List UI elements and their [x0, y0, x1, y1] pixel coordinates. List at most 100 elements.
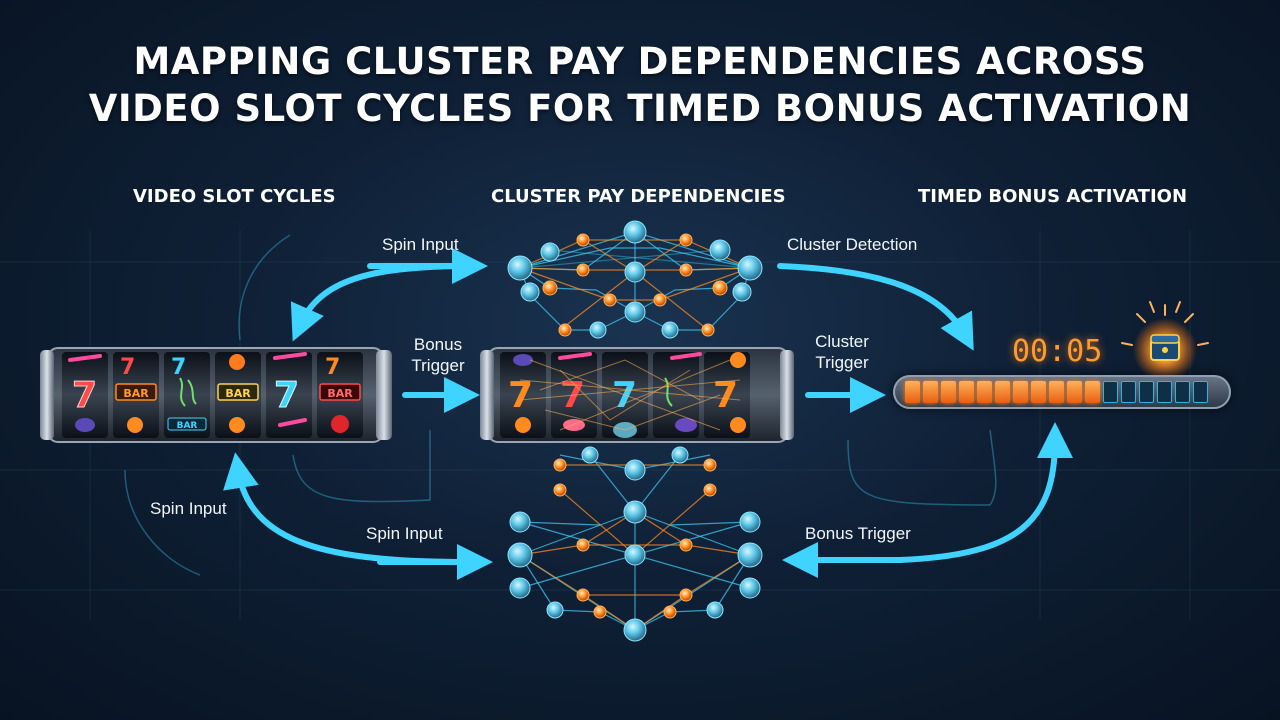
- orange-node: [712, 280, 728, 296]
- progress-segment: [1121, 381, 1136, 403]
- label-spin-input-top: Spin Input: [382, 235, 459, 254]
- progress-segment: [1175, 381, 1190, 403]
- bar-symbol-1: BAR: [123, 387, 149, 400]
- blue-node: [509, 511, 531, 533]
- arrow-cluster-detection: [777, 263, 974, 351]
- column-heading-video-slot-cycles: VIDEO SLOT CYCLES: [133, 186, 336, 207]
- seven-symbol-2: 7: [120, 355, 135, 380]
- orange-node: [653, 293, 667, 307]
- orange-node: [703, 483, 717, 497]
- seven-symbol-1: 7: [72, 375, 97, 416]
- blue-node: [520, 282, 540, 302]
- blue-node: [739, 577, 761, 599]
- orange-node: [603, 293, 617, 307]
- orange-node: [542, 280, 558, 296]
- blue-node: [661, 321, 679, 339]
- bonus-progress-bar: [893, 375, 1231, 409]
- orange-node: [679, 588, 693, 602]
- seven-symbol-6: 7: [508, 375, 533, 416]
- column-heading-timed-bonus-activation: TIMED BONUS ACTIVATION: [918, 186, 1188, 207]
- blue-node: [624, 301, 646, 323]
- orange-symbol-icon: [229, 354, 245, 370]
- seven-symbol-8: 7: [612, 375, 637, 416]
- blue-node: [624, 544, 646, 566]
- blue-node: [739, 511, 761, 533]
- progress-segment: [941, 381, 956, 403]
- orange-node: [679, 233, 693, 247]
- blue-node: [623, 500, 647, 524]
- progress-segment: [1157, 381, 1172, 403]
- middle-slot-reels: 7 7 7 7: [480, 347, 794, 443]
- arrow-spin-input-left: [223, 452, 473, 565]
- orange-node: [576, 588, 590, 602]
- bar-symbol-2: BAR: [225, 387, 251, 400]
- label-bonus-trigger-bottom: Bonus Trigger: [805, 524, 911, 543]
- orange-node: [576, 233, 590, 247]
- blue-node: [624, 261, 646, 283]
- label-spin-input-left: Spin Input: [150, 499, 227, 518]
- blue-node: [509, 577, 531, 599]
- orange-symbol-icon: [127, 417, 143, 433]
- blue-node: [589, 321, 607, 339]
- bar-symbol-3: BAR: [327, 387, 353, 400]
- orange-node: [663, 605, 677, 619]
- progress-segment: [959, 381, 974, 403]
- cherry-symbol-icon: [179, 377, 197, 407]
- progress-segment: [977, 381, 992, 403]
- bonus-timer: 00:05: [1012, 334, 1103, 369]
- column-heading-cluster-pay-dependencies: CLUSTER PAY DEPENDENCIES: [491, 186, 786, 207]
- blue-node: [732, 282, 752, 302]
- blue-node: [706, 601, 724, 619]
- orange-node: [553, 458, 567, 472]
- strawberry-symbol-icon: [331, 415, 349, 433]
- guide-curves: [124, 234, 997, 576]
- progress-segment: [905, 381, 920, 403]
- progress-segment: [1085, 381, 1100, 403]
- orange-node: [679, 263, 693, 277]
- left-slot-reels: 7 7 7 7 7 BAR BAR BAR BAR: [40, 347, 392, 443]
- progress-segment: [1013, 381, 1028, 403]
- orange-node: [701, 323, 715, 337]
- orange-node: [576, 538, 590, 552]
- orange-node: [558, 323, 572, 337]
- label-spin-input-bottom: Spin Input: [366, 524, 443, 543]
- orange-node: [576, 263, 590, 277]
- bell-symbol-icon: [278, 418, 307, 427]
- orange-symbol-icon: [229, 417, 245, 433]
- blue-node: [546, 601, 564, 619]
- seven-symbol-4: 7: [274, 375, 299, 416]
- label-bonus-trigger: Bonus Trigger: [411, 335, 465, 375]
- network-bottom-nodes: [507, 446, 763, 642]
- network-top-nodes: [507, 220, 763, 339]
- label-cluster-trigger: Cluster Trigger: [815, 332, 869, 372]
- arrow-bonus-trigger-up: [897, 422, 1073, 563]
- progress-segment: [1049, 381, 1064, 403]
- flow-arrows: [223, 248, 1073, 580]
- progress-segment: [1139, 381, 1154, 403]
- blue-node: [540, 242, 560, 262]
- blue-node: [507, 542, 533, 568]
- arrow-return-to-reels: [290, 263, 473, 342]
- blue-node: [507, 255, 533, 281]
- blue-node: [737, 255, 763, 281]
- orange-node: [553, 483, 567, 497]
- progress-segment: [1031, 381, 1046, 403]
- orange-node: [703, 458, 717, 472]
- seven-symbol-3: 7: [171, 355, 186, 380]
- plum-symbol-icon: [75, 418, 95, 432]
- blue-node: [671, 446, 689, 464]
- orange-node: [593, 605, 607, 619]
- blue-node: [709, 239, 731, 261]
- page-title-line-2: VIDEO SLOT CYCLES FOR TIMED BONUS ACTIVA…: [88, 87, 1192, 130]
- seven-symbol-5: 7: [325, 355, 340, 380]
- page-title-line-1: MAPPING CLUSTER PAY DEPENDENCIES ACROSS: [133, 40, 1147, 83]
- progress-segment: [1103, 381, 1118, 403]
- treasure-chest-icon: [1121, 301, 1209, 382]
- progress-segment: [1193, 381, 1208, 403]
- bar-symbol-4: BAR: [177, 421, 198, 431]
- progress-segment: [995, 381, 1010, 403]
- blue-node: [624, 459, 646, 481]
- blue-node: [623, 220, 647, 244]
- blue-node: [737, 542, 763, 568]
